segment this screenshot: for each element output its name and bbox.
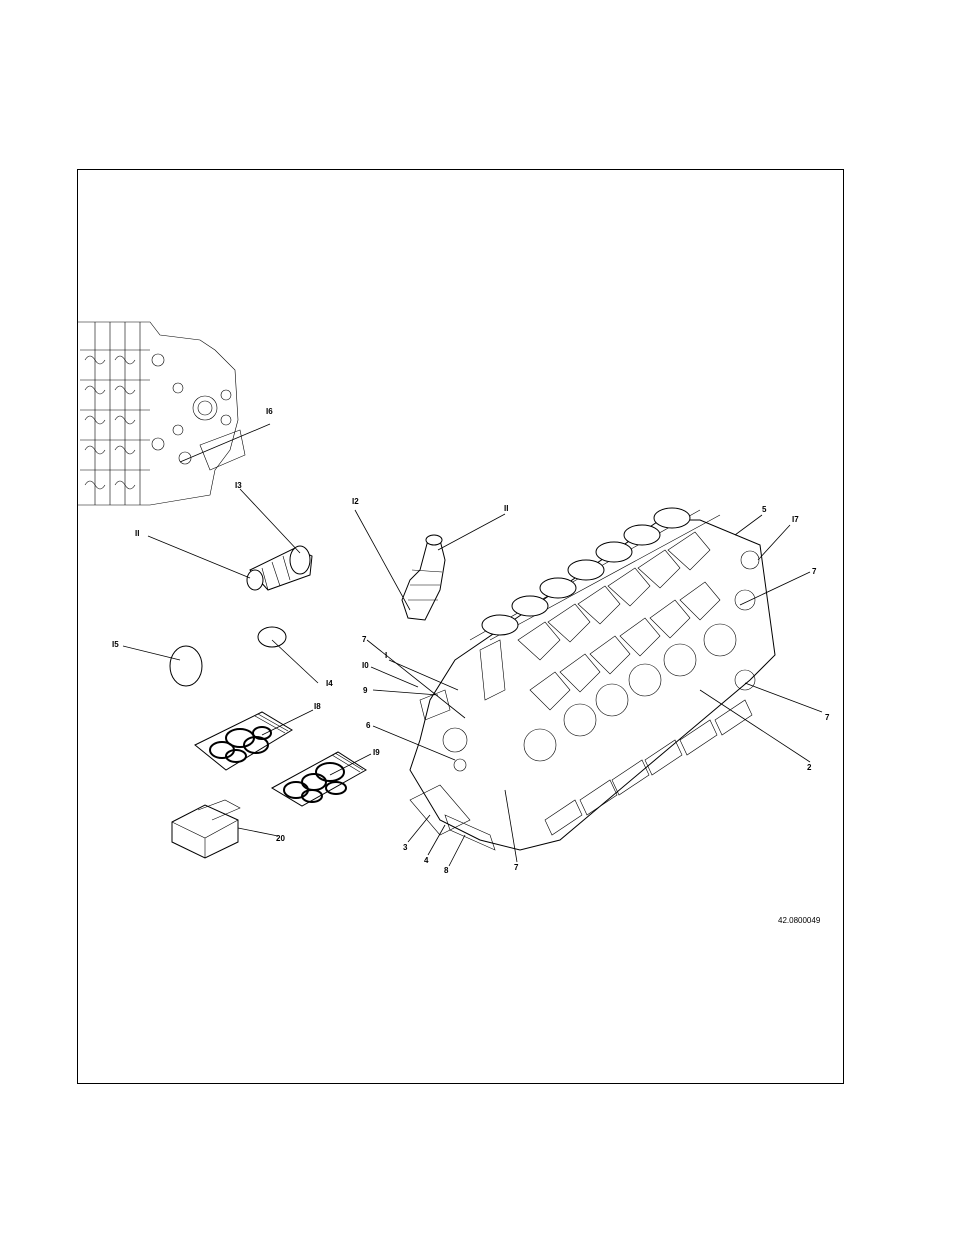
callout-20: 20 [276,834,285,843]
tool-lever-15 [169,545,313,687]
callout-15: I5 [112,640,119,649]
callout-19: I9 [373,748,380,757]
figure-reference: 42.0800049 [778,916,821,925]
callout-12: I2 [352,497,359,506]
callout-4: 4 [424,856,429,865]
seal-kit-18 [194,711,293,771]
callout-6: 6 [366,721,371,730]
callout-labels: I 2 3 4 5 6 7 7 7 7 8 9 I0 II II I2 I3 I… [112,407,830,875]
callout-10: I0 [362,661,369,670]
inset-detail-view [78,321,246,506]
callout-7-b: 7 [812,567,817,576]
callout-2: 2 [807,763,812,772]
callout-8: 8 [444,866,449,875]
spare-box-20 [171,799,241,859]
callout-5: 5 [762,505,767,514]
callout-13: I3 [235,481,242,490]
leader-lines [122,423,823,867]
callout-7-a: 7 [362,635,367,644]
callout-11-a: II [135,529,139,538]
seal-kit-19 [270,751,367,807]
diagram-frame [77,169,844,1084]
callout-14: I4 [326,679,333,688]
callout-7-d: 7 [514,863,519,872]
callout-9: 9 [363,686,368,695]
callout-7-c: 7 [825,713,830,722]
callout-17: I7 [792,515,799,524]
callout-3: 3 [403,843,408,852]
tool-lever-14 [257,534,446,648]
callout-11-b: II [504,504,508,513]
callout-1: I [385,651,387,660]
main-valve-assembly [409,507,776,851]
callout-18: I8 [314,702,321,711]
callout-16: I6 [266,407,273,416]
